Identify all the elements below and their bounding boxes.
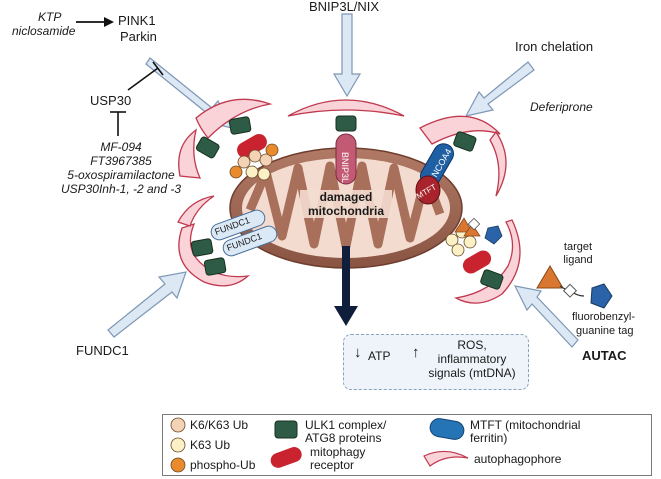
damaged-label-line1: damaged (300, 190, 392, 204)
legend-phospho-icon (170, 457, 186, 473)
ros-line3: signals (mtDNA) (428, 366, 516, 380)
inhibitor-3: 5-oxospiramilactone (67, 168, 175, 182)
phagophore-right (454, 219, 521, 304)
autac-label: AUTAC (582, 348, 627, 363)
legend-icons (170, 417, 469, 473)
fluoro-tag-line1: fluorobenzyl- (572, 311, 635, 323)
legend-mtft-line1: MTFT (mitochondrial (470, 418, 581, 432)
iron-chelation-label: Iron chelation (515, 39, 594, 54)
inhibitor-4: USP30Inh-1, -2 and -3 (60, 182, 182, 196)
legend-k63-icon (170, 437, 186, 453)
mtft-receptor (415, 175, 441, 205)
legend-receptor-line1: mitophagy (310, 445, 366, 459)
phagophore-left (177, 195, 250, 287)
legend-phagophore-label: autophagophore (474, 452, 562, 466)
target-ligand-line2: ligand (563, 254, 593, 266)
fundc1-receptors (210, 209, 278, 257)
legend-k63-label: K63 Ub (190, 438, 231, 452)
legend-mtft-line2: ferritin) (470, 431, 508, 445)
fluoro-tag-line2: guanine tag (576, 325, 634, 337)
legend-phagophore-icon (423, 450, 469, 467)
damaged-label-line2: mitochondria (300, 204, 392, 218)
autac-bound (454, 217, 503, 245)
ubiquitin-chain-left (229, 143, 279, 181)
ktp-activation-arrow (76, 17, 114, 27)
ros-line1: ROS, (457, 338, 487, 352)
usp30-inhibit-parkin (127, 61, 164, 91)
legend (162, 414, 652, 476)
usp30-label: USP30 (90, 93, 132, 108)
legend-k6k63-icon (170, 417, 186, 433)
phagophore-top-left (178, 98, 273, 179)
mitophagy-receptors (237, 134, 492, 274)
outcome-arrow (334, 246, 358, 326)
block-arrow-autac (513, 285, 579, 348)
ros-arrow: ↑ (412, 344, 420, 361)
parkin-label: Parkin (120, 29, 157, 44)
fundc1-pathway-label: FUNDC1 (76, 343, 129, 358)
bnip3l-receptor-label: BNIP3L (340, 152, 350, 184)
legend-mtft-icon (429, 418, 465, 440)
atp-label: ATP (368, 349, 391, 363)
legend-receptor-icon (270, 447, 302, 468)
target-ligand-line1: target (563, 241, 593, 253)
legend-receptor-line2: receptor (310, 458, 355, 472)
legend-ulk1-icon (274, 420, 298, 439)
deferiprone-label: Deferiprone (530, 100, 593, 114)
block-arrow-bnip3l (332, 13, 362, 98)
bnip3l-nix-label: BNIP3L/NIX (309, 0, 380, 14)
phagophore-top (287, 99, 405, 117)
ulk1-complex-group (190, 115, 504, 290)
inhibitor-1: MF-094 (100, 140, 142, 154)
atp-arrow: ↓ (354, 344, 362, 361)
niclosamide-label: niclosamide (12, 24, 76, 38)
autac-molecule (536, 265, 613, 309)
inhibitor-2: FT3967385 (90, 154, 152, 168)
legend-k6k63-label: K6/K63 Ub (190, 418, 249, 432)
legend-ulk1-line1: ULK1 complex/ (305, 418, 387, 432)
pink1-label: PINK1 (118, 13, 156, 28)
legend-ulk1-line2: ATG8 proteins (305, 431, 382, 445)
bnip3l-receptor (335, 133, 357, 185)
ros-line2: inflammatory (437, 352, 507, 366)
outcome-box (343, 334, 529, 390)
block-arrow-fundc1 (107, 271, 187, 338)
phagophore-top-right (419, 115, 507, 197)
legend-phospho-label: phospho-Ub (190, 458, 256, 472)
block-arrow-iron (464, 61, 535, 117)
ktp-label: KTP (38, 10, 62, 24)
inhibitors-inhibit-usp30 (110, 111, 126, 136)
